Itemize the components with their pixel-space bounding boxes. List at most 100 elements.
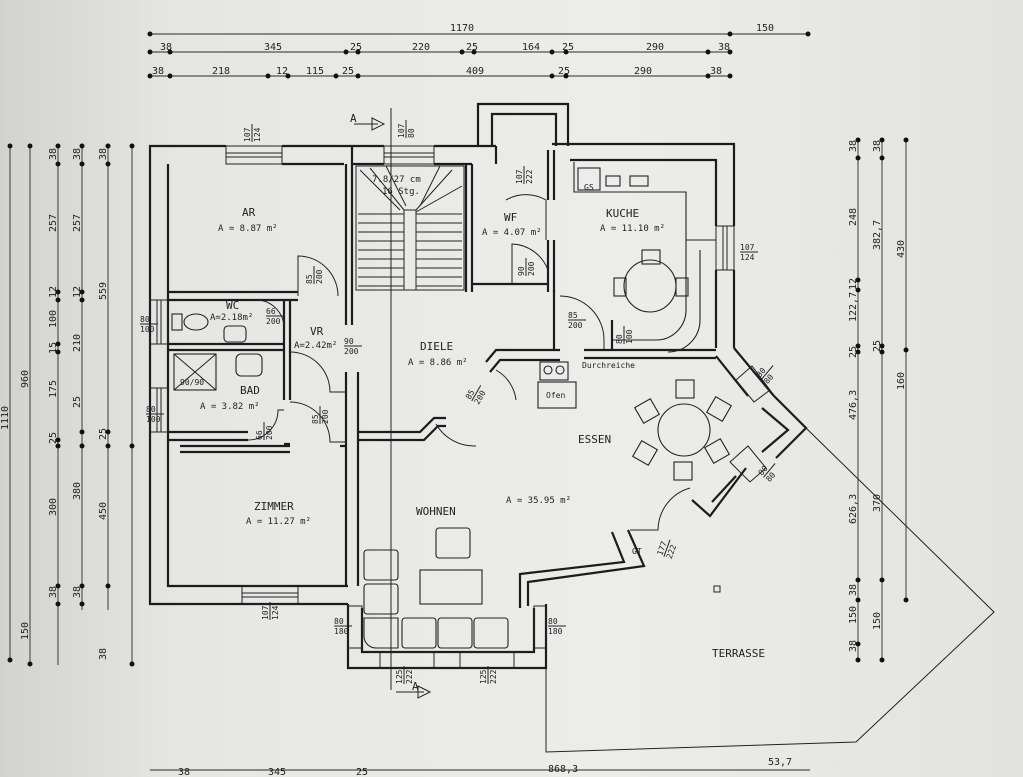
dim-right: 25 — [848, 346, 859, 358]
dim-right: 25 — [872, 340, 883, 352]
dimension-tick — [79, 161, 85, 167]
label-durchreiche: Durchreiche — [582, 361, 635, 370]
room-name-diele: DIELE — [420, 340, 453, 353]
dim-top-row2: 38 — [710, 66, 722, 77]
dim-top-row1: 38 — [160, 42, 172, 53]
dimension-tick — [27, 143, 33, 149]
opening-height: 222 — [489, 669, 498, 684]
dimension-tick — [105, 443, 111, 449]
room-name-bad: BAD — [240, 384, 260, 397]
room-name-wohnen: WOHNEN — [416, 505, 456, 518]
dimension-tick — [879, 657, 885, 663]
room-area-wf: A = 4.07 m² — [482, 228, 542, 238]
section-marker-top: A — [350, 112, 386, 131]
room-area-zimmer: A = 11.27 m² — [246, 517, 311, 527]
dimension-tick — [55, 443, 61, 449]
dimension-tick — [79, 601, 85, 607]
label-gs: GS — [584, 183, 594, 192]
dim-top-row2: 115 — [306, 66, 324, 77]
dim-top-row2: 218 — [212, 66, 230, 77]
dim-right: 38 — [848, 584, 859, 596]
opening-divider — [471, 385, 482, 402]
dimension-tick — [855, 577, 861, 583]
opening-height: 200 — [568, 321, 583, 330]
room-area-wc: A=2.18m² — [210, 313, 253, 323]
dimension-tick — [705, 73, 711, 79]
dim-left: 38 — [72, 586, 83, 598]
dimension-tick — [55, 601, 61, 607]
dim-top-row1: 220 — [412, 42, 430, 53]
dimension-tick — [563, 49, 569, 55]
dimension-tick — [355, 49, 361, 55]
dim-left: 38 — [48, 148, 59, 160]
dim-top-row2: 38 — [152, 66, 164, 77]
dimension-tick — [879, 577, 885, 583]
opening-width: 90 — [517, 266, 526, 276]
dim-left: 960 — [20, 370, 31, 388]
dim-top-row1: 25 — [466, 42, 478, 53]
dimension-tick — [55, 583, 61, 589]
dim-left: 38 — [48, 586, 59, 598]
dimension-tick — [903, 137, 909, 143]
opening-width: 66 — [266, 307, 276, 316]
dimension-tick — [855, 641, 861, 647]
dim-right: 370 — [872, 494, 883, 512]
room-name-essen: ESSEN — [578, 433, 611, 446]
dim-top-row2: 290 — [634, 66, 652, 77]
opening-width: 85 — [568, 311, 578, 320]
dim-top-row2: 12 — [276, 66, 288, 77]
dimension-tick — [147, 73, 153, 79]
dimension-tick — [167, 49, 173, 55]
opening-width: 107 — [243, 127, 252, 142]
room-area-vr: A=2.42m² — [294, 341, 337, 351]
opening-width: 107 — [261, 605, 270, 620]
section-marker-bottom: A — [396, 680, 432, 699]
dimension-tick — [855, 597, 861, 603]
dim-bottom-53: 53,7 — [768, 757, 792, 768]
dimension-tick — [79, 297, 85, 303]
dimension-tick — [105, 429, 111, 435]
dimension-tick — [855, 343, 861, 349]
dimension-tick — [55, 297, 61, 303]
right-dimension-chains: 3824812122,725476,3626,3381503838382,725… — [848, 137, 909, 663]
dimension-tick — [705, 49, 711, 55]
dim-left: 25 — [72, 396, 83, 408]
dim-left: 25 — [48, 432, 59, 444]
opening-width: 80 — [615, 334, 624, 344]
opening-width: 85 — [305, 274, 314, 284]
dim-top-row1: 164 — [522, 42, 540, 53]
dimension-tick — [147, 49, 153, 55]
dim-left: 450 — [98, 502, 109, 520]
dim-left: 1110 — [0, 406, 11, 430]
dim-top-row1: 25 — [562, 42, 574, 53]
opening-height: 200 — [527, 261, 536, 276]
stairs-count: 16 Stg. — [382, 187, 420, 197]
opening-width: 107 — [740, 243, 755, 252]
dim-left: 38 — [98, 648, 109, 660]
dimension-tick — [55, 437, 61, 443]
dim-left: 25 — [98, 428, 109, 440]
room-area-bad: A = 3.82 m² — [200, 402, 260, 412]
room-name-wc: WC — [226, 299, 239, 312]
door-swings — [247, 194, 691, 531]
dimension-tick — [727, 49, 733, 55]
dimension-tick — [55, 349, 61, 355]
dimension-tick — [855, 155, 861, 161]
opening-height: 200 — [344, 347, 359, 356]
dimension-tick — [285, 73, 291, 79]
dim-top-row2: 25 — [342, 66, 354, 77]
left-dimension-chains: 1110960150382571210015175253003838257122… — [0, 143, 135, 667]
dim-right: 150 — [872, 612, 883, 630]
dimension-tick — [471, 49, 477, 55]
dimension-tick — [855, 657, 861, 663]
